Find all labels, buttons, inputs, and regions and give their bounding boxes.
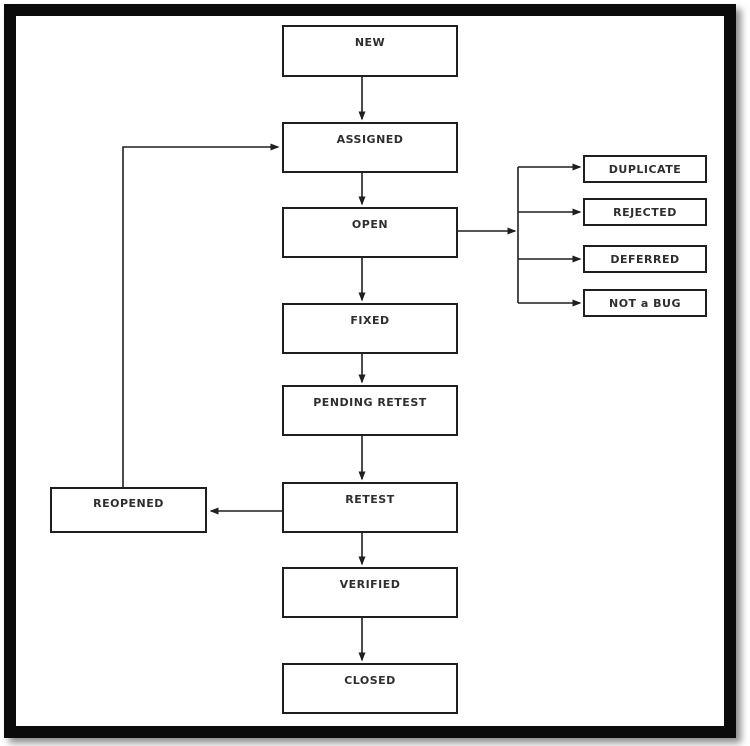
node-closed-label: CLOSED <box>344 674 396 687</box>
node-deferred: DEFERRED <box>583 245 707 273</box>
node-rejected: REJECTED <box>583 198 707 226</box>
node-pending-retest-label: PENDING RETEST <box>313 396 427 409</box>
node-open-label: OPEN <box>351 218 389 231</box>
node-fixed: FIXED <box>282 303 458 354</box>
node-duplicate: DUPLICATE <box>583 155 707 183</box>
node-duplicate-label: DUPLICATE <box>608 162 682 176</box>
node-pending-retest: PENDING RETEST <box>282 385 458 436</box>
node-deferred-label: DEFERRED <box>610 252 680 266</box>
node-rejected-label: REJECTED <box>613 205 677 219</box>
node-assigned-label: ASSIGNED <box>336 133 404 146</box>
node-reopened: REOPENED <box>50 487 207 533</box>
node-assigned: ASSIGNED <box>282 122 458 173</box>
node-new: NEW <box>282 25 458 77</box>
node-new-label: NEW <box>354 36 386 49</box>
node-not-a-bug: NOT a BUG <box>583 289 707 317</box>
node-fixed-label: FIXED <box>350 314 390 327</box>
node-verified: VERIFIED <box>282 567 458 618</box>
node-reopened-label: REOPENED <box>93 497 164 510</box>
node-retest: RETEST <box>282 482 458 533</box>
node-closed: CLOSED <box>282 663 458 714</box>
edge-reopened-assigned <box>122 143 280 487</box>
node-retest-label: RETEST <box>345 493 395 506</box>
node-not-a-bug-label: NOT a BUG <box>609 296 681 310</box>
node-verified-label: VERIFIED <box>339 578 401 591</box>
node-open: OPEN <box>282 207 458 258</box>
